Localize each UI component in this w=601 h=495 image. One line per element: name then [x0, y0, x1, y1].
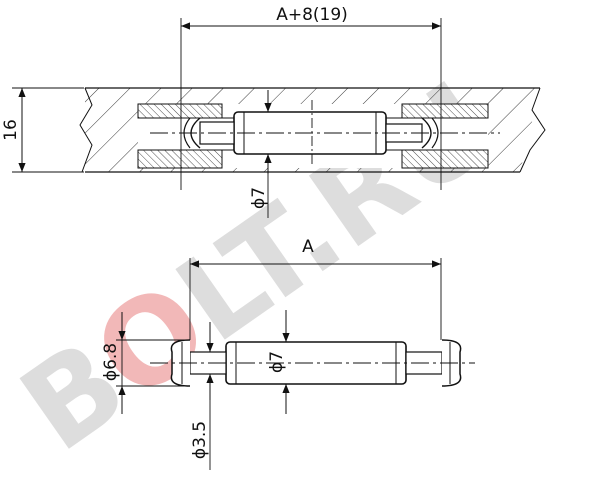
- section-view: A+8(19) 16 ϕ7: [1, 5, 546, 218]
- bolt-detail-view: A ϕ6.8 ϕ3.5 ϕ7: [101, 237, 475, 470]
- section-diameter-label: ϕ7: [249, 187, 269, 209]
- body-diameter-label: ϕ7: [267, 351, 287, 373]
- head-diameter-label: ϕ6.8: [101, 343, 121, 381]
- neck-diameter-label: ϕ3.5: [190, 421, 210, 459]
- top-dimension-label: A+8(19): [276, 5, 348, 25]
- length-dimension-label: A: [302, 237, 314, 257]
- side-dimension-label: 16: [1, 119, 21, 141]
